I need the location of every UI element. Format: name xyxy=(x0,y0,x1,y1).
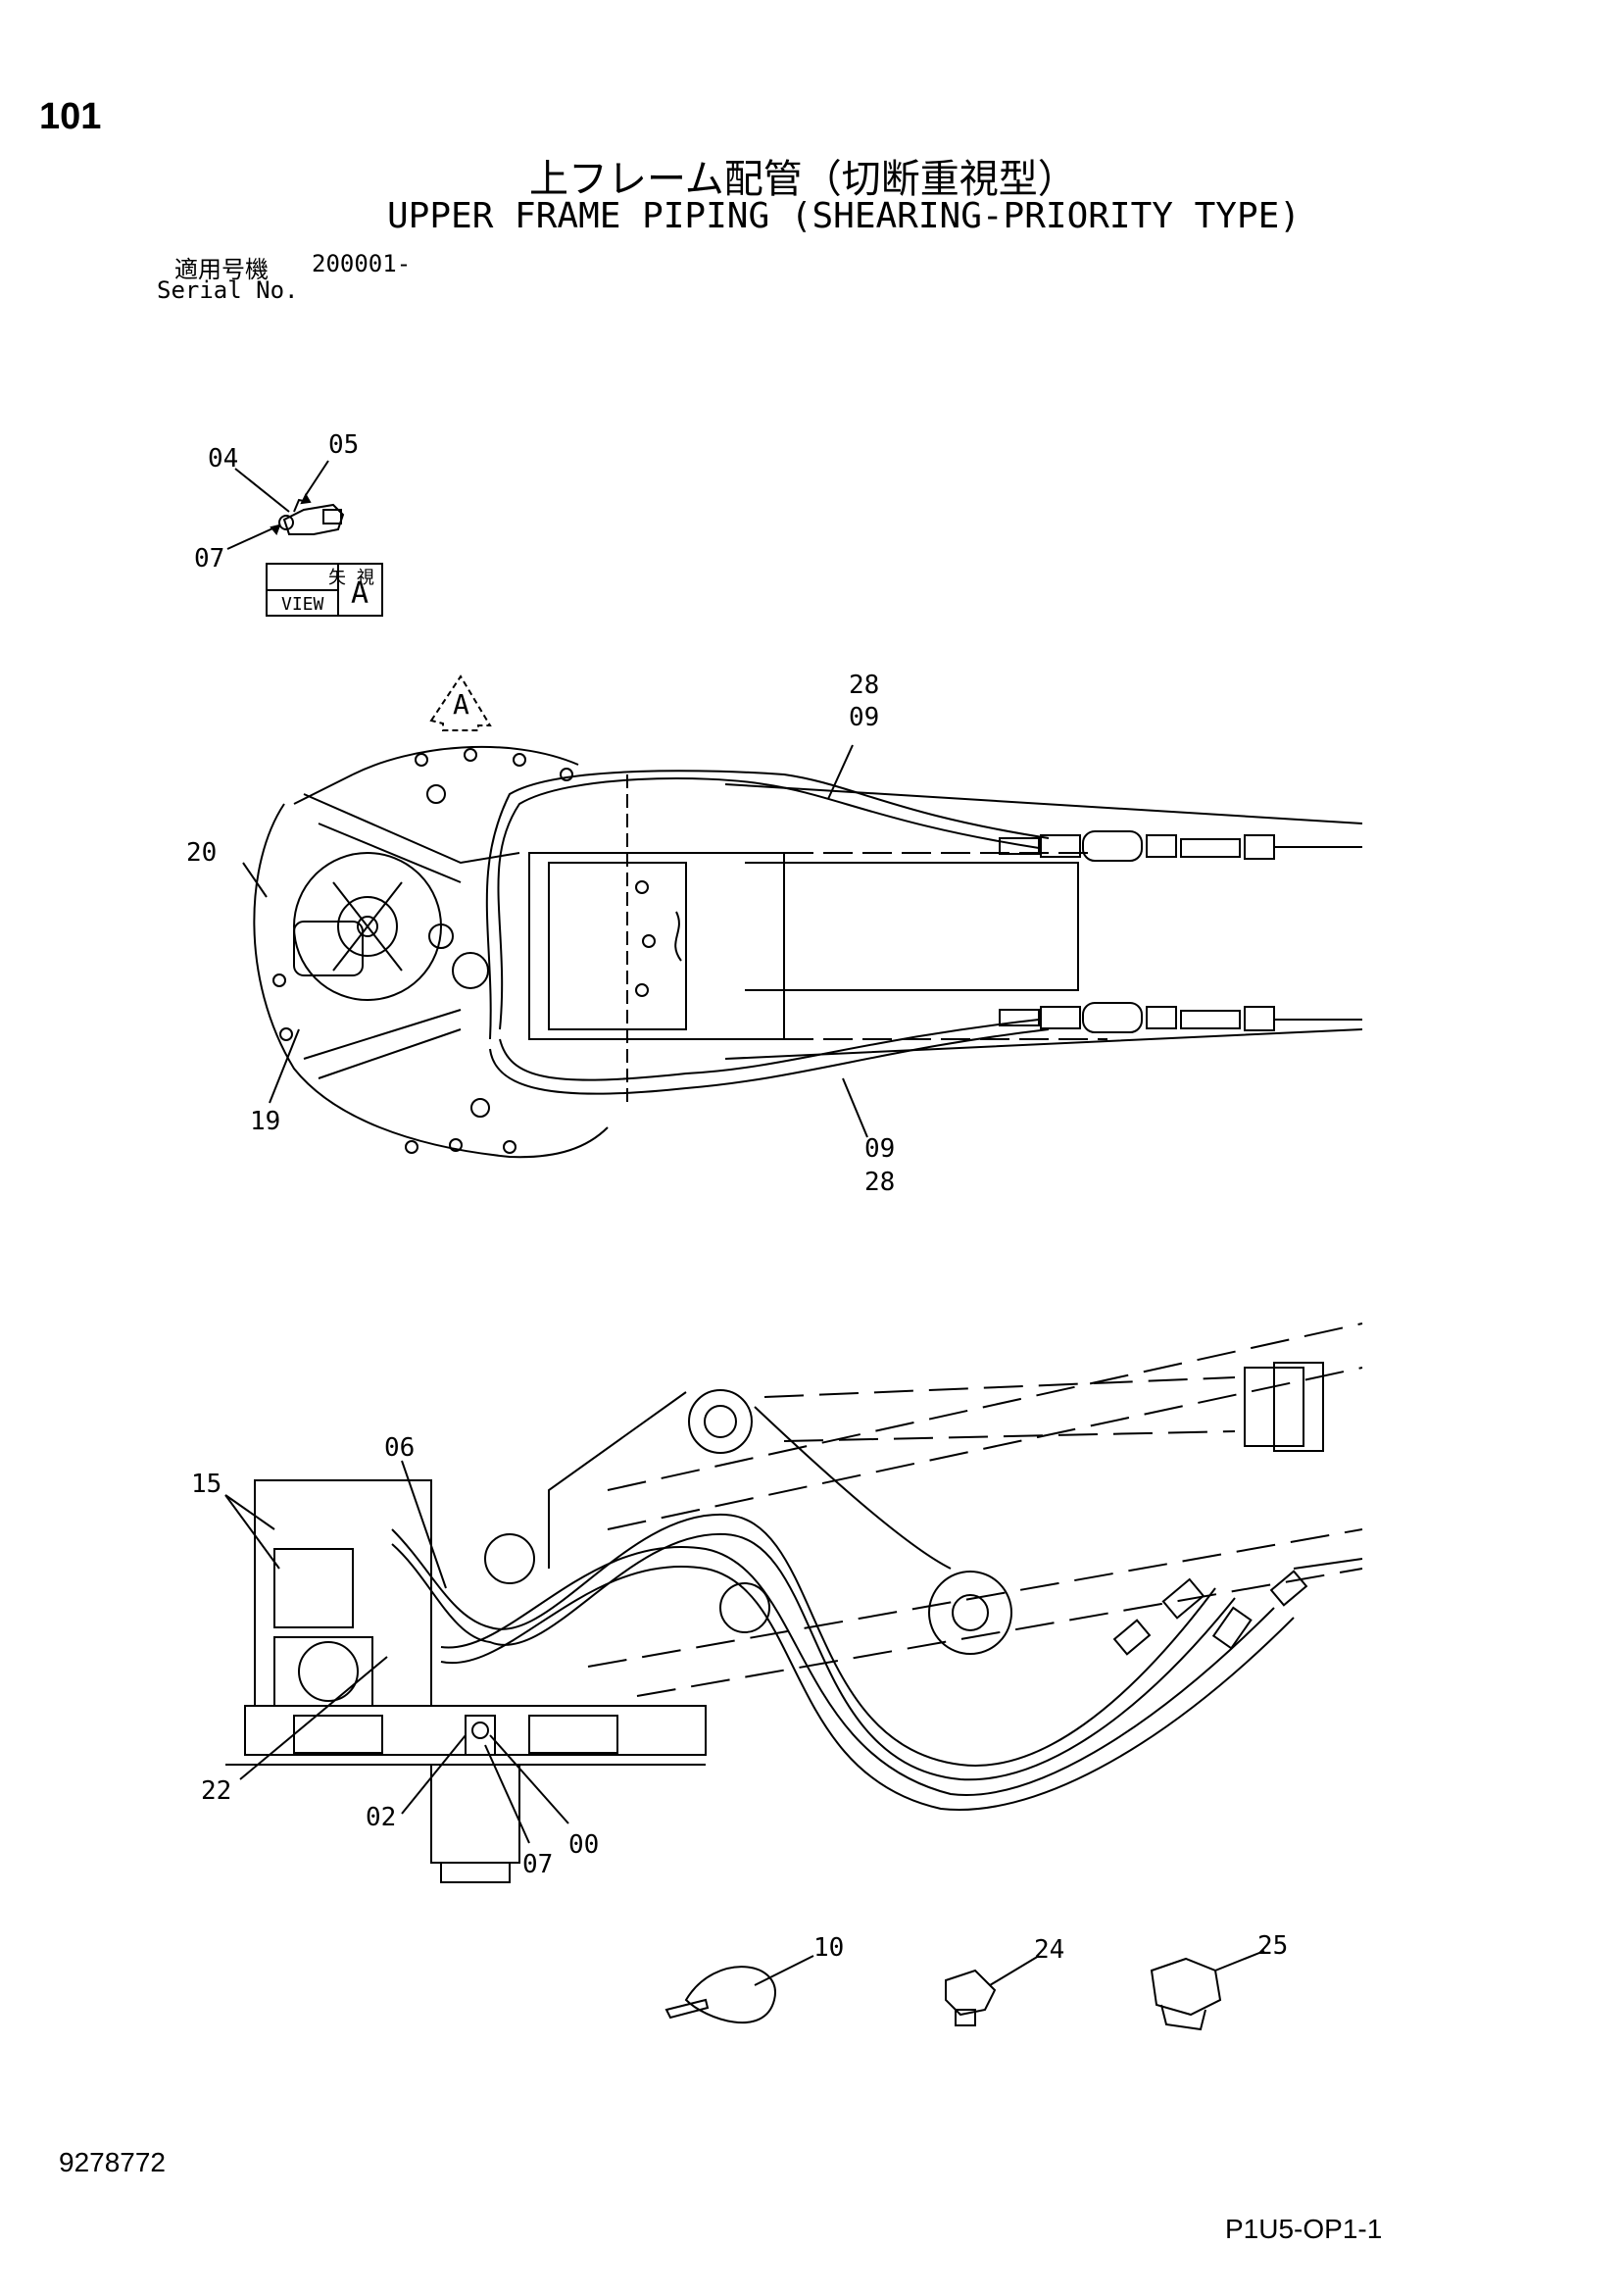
view-box-label-english: VIEW xyxy=(281,594,324,615)
callout-20: 20 xyxy=(186,838,217,868)
leader-09-28-bottom xyxy=(842,1077,868,1138)
leader-20 xyxy=(242,862,268,898)
callout-28-top: 28 xyxy=(849,671,879,700)
leader-28-09-top xyxy=(827,744,854,800)
callout-00: 00 xyxy=(568,1830,599,1860)
view-arrow-letter: A xyxy=(453,688,469,721)
callout-10: 10 xyxy=(813,1933,844,1963)
callout-28-bottom: 28 xyxy=(864,1168,895,1197)
plan-view xyxy=(242,674,1363,1159)
leader-15-a xyxy=(224,1494,275,1530)
part-24-plug xyxy=(945,1955,1040,2026)
serial-label-japanese: 適用号機 xyxy=(174,256,269,283)
callout-07-bottom: 07 xyxy=(522,1850,553,1879)
leader-22 xyxy=(239,1656,388,1780)
callout-07-top: 07 xyxy=(194,544,224,574)
leader-05 xyxy=(305,460,329,496)
leader-19 xyxy=(269,1028,300,1104)
side-view xyxy=(224,1323,1363,1883)
view-a-detail xyxy=(226,460,345,550)
leader-00 xyxy=(489,1734,569,1824)
serial-number-value: 200001- xyxy=(312,250,412,277)
leader-07-top xyxy=(226,524,280,550)
part-10-cable-tie xyxy=(664,1955,814,2024)
page-title-japanese: 上フレーム配管（切断重視型） xyxy=(529,157,1077,202)
page-title-english: UPPER FRAME PIPING (SHEARING-PRIORITY TY… xyxy=(387,196,1301,236)
callout-05: 05 xyxy=(328,430,359,460)
document-number: 9278772 xyxy=(59,2147,167,2177)
callout-15: 15 xyxy=(191,1470,221,1499)
callout-24: 24 xyxy=(1034,1935,1064,1965)
serial-label-english: Serial No. xyxy=(157,276,299,304)
callout-09-top: 09 xyxy=(849,703,879,732)
callout-06: 06 xyxy=(384,1433,415,1463)
callout-09-bottom: 09 xyxy=(864,1134,895,1164)
leader-02 xyxy=(401,1734,467,1815)
callout-19: 19 xyxy=(250,1107,280,1136)
page-number: 101 xyxy=(39,96,102,137)
view-box-letter: A xyxy=(351,576,369,611)
callout-22: 22 xyxy=(201,1776,231,1806)
callout-02: 02 xyxy=(366,1803,396,1832)
leader-07-bottom xyxy=(484,1744,530,1844)
callout-25: 25 xyxy=(1257,1931,1288,1961)
callout-04: 04 xyxy=(208,444,238,474)
leader-15-b xyxy=(224,1494,280,1570)
leader-04 xyxy=(234,468,290,513)
page-code: P1U5-OP1-1 xyxy=(1225,2214,1383,2244)
view-a-box xyxy=(266,563,383,617)
part-25-plug xyxy=(1150,1950,1265,2031)
leader-06 xyxy=(401,1460,447,1589)
view-box-label-japanese: 矢 視 xyxy=(328,568,374,588)
